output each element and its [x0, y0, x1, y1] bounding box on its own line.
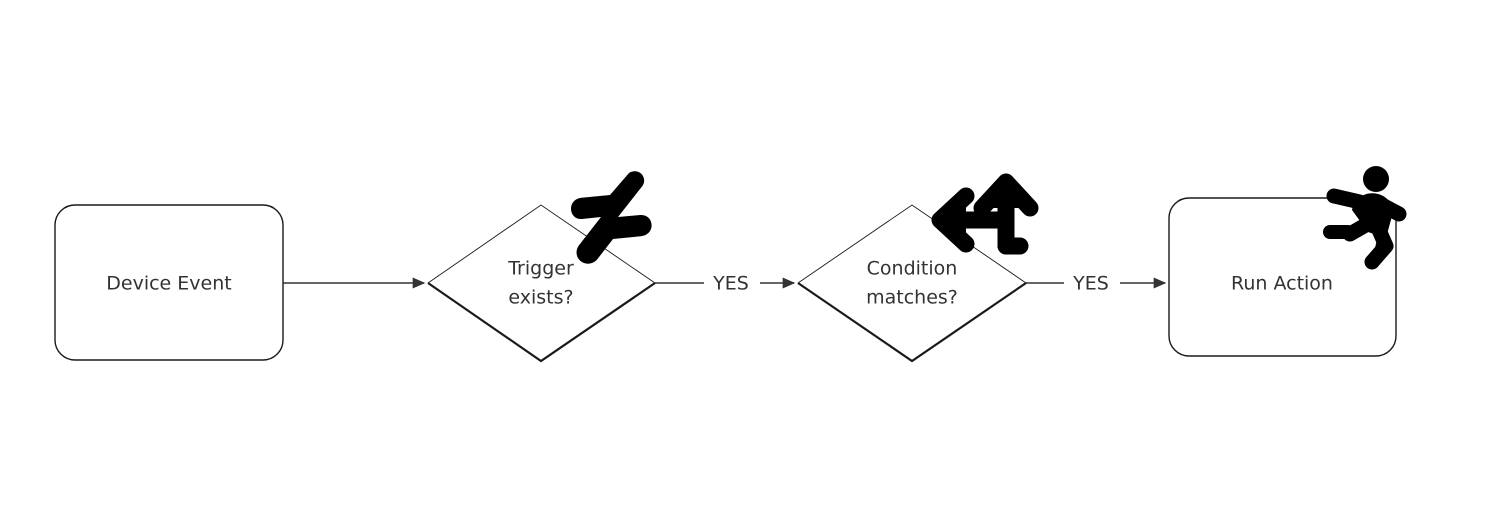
run-action-label: Run Action [1231, 273, 1333, 295]
branch-arrow-icon [931, 173, 1039, 255]
condition-label-line2: matches? [866, 287, 958, 309]
edge-trigger-to-condition: YES [655, 273, 796, 295]
condition-diamond-top [797, 204, 1027, 284]
running-person-icon [1323, 166, 1407, 270]
node-trigger-exists[interactable]: Trigger exists? [427, 204, 656, 363]
node-device-event[interactable]: Device Event [54, 204, 284, 361]
lightning-bolt-icon [570, 171, 652, 264]
device-event-label: Device Event [106, 273, 231, 295]
condition-label-line1: Condition [867, 258, 958, 280]
trigger-label-line1: Trigger [507, 258, 574, 280]
runner-head [1363, 166, 1389, 192]
node-condition-matches[interactable]: Condition matches? [797, 204, 1027, 363]
trigger-diamond-top [427, 204, 656, 284]
edge-label-yes-1: YES [712, 273, 749, 295]
trigger-label-line2: exists? [508, 287, 573, 309]
edge-condition-to-action: YES [1026, 273, 1167, 295]
condition-diamond-bottom [797, 282, 1027, 363]
edge-label-yes-2: YES [1072, 273, 1109, 295]
device-event-box[interactable] [54, 204, 284, 361]
trigger-diamond-bottom [427, 282, 656, 363]
